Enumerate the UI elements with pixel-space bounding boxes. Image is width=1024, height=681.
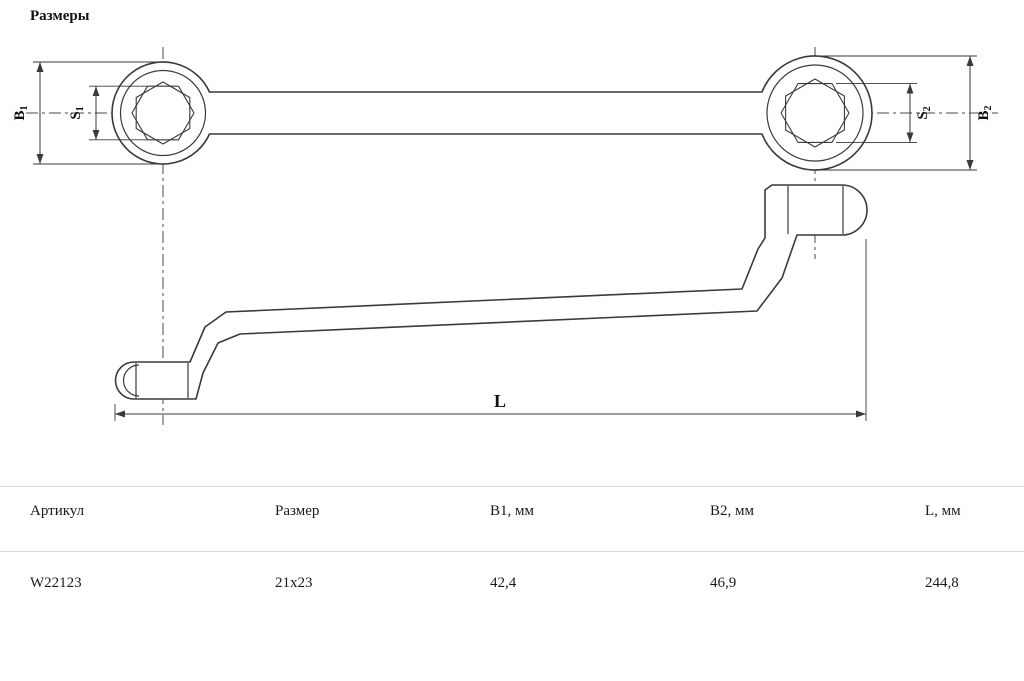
s2-label: S2 xyxy=(915,106,933,119)
dimension-b1: B1 xyxy=(12,61,163,165)
dimensions-table: Артикул Размер B1, мм B2, мм L, мм W2212… xyxy=(0,486,1024,622)
table-header-size: Размер xyxy=(275,503,320,519)
b2-label: B2 xyxy=(976,105,994,120)
s1-label: S1 xyxy=(68,106,86,119)
b1-label: B1 xyxy=(12,105,30,120)
dimension-b2: B2 xyxy=(820,55,994,171)
top-view xyxy=(111,55,873,171)
left-socket-hex-a xyxy=(131,85,195,141)
page-title: Размеры xyxy=(30,8,90,24)
cell-article: W22123 xyxy=(30,575,82,591)
left-socket-hex-b xyxy=(135,81,191,145)
table-header-b2: B2, мм xyxy=(710,503,754,519)
table-header-article: Артикул xyxy=(30,503,85,519)
table-header-b1: B1, мм xyxy=(490,503,534,519)
cell-size: 21x23 xyxy=(275,575,313,591)
left-head-end-chamfer xyxy=(122,364,140,397)
dimension-l: L xyxy=(114,239,867,421)
right-socket-hex-a xyxy=(780,83,850,143)
cell-l: 244,8 xyxy=(925,575,959,591)
table-header-row: Артикул Размер B1, мм B2, мм L, мм xyxy=(0,486,1024,552)
wrench-side-silhouette xyxy=(114,184,868,400)
wrench-top-silhouette xyxy=(111,55,873,171)
dimension-s1: S1 xyxy=(68,85,148,141)
cell-b2: 46,9 xyxy=(710,575,737,591)
table-row: W22123 21x23 42,4 46,9 244,8 xyxy=(0,552,1024,622)
right-socket-hex-b xyxy=(785,78,845,148)
cell-b1: 42,4 xyxy=(490,575,517,591)
l-label: L xyxy=(494,391,506,411)
table-header-l: L, мм xyxy=(925,503,961,519)
side-view xyxy=(114,184,868,400)
dimension-s2: S2 xyxy=(836,83,933,143)
wrench-technical-drawing: B1 S1 S2 B2 L xyxy=(12,47,998,425)
right-head-chamfer-circle xyxy=(766,64,864,162)
left-head-chamfer-circle xyxy=(119,69,207,157)
